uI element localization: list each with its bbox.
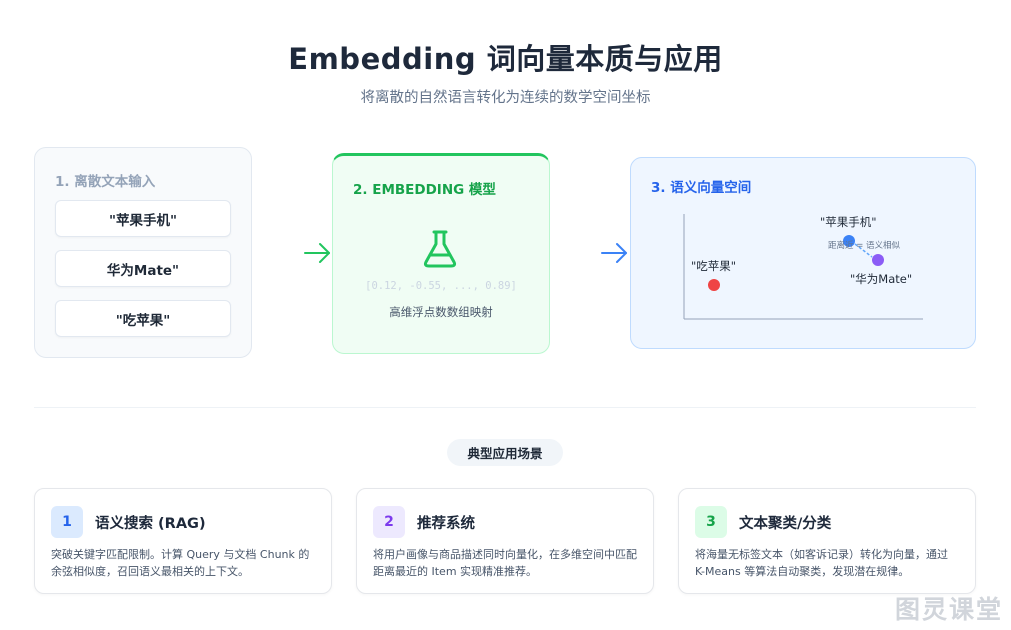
app-title: 文本聚类/分类 (739, 516, 832, 532)
point-label: "华为Mate" (850, 272, 912, 286)
app-description: 突破关键字匹配限制。计算 Query 与文档 Chunk 的余弦相似度，召回语义… (51, 548, 310, 578)
word-box: 华为Mate" (55, 250, 231, 287)
space-card-title: 3. 语义向量空间 (651, 180, 752, 196)
word-box: "苹果手机" (55, 200, 231, 237)
point-eat-apple (708, 279, 720, 291)
point-huawei-mate (872, 254, 884, 266)
vector-example: [0.12, -0.55, ..., 0.89] (365, 280, 517, 292)
app-number-badge: 3 (695, 506, 727, 538)
app-card-semantic-search: 1 语义搜索 (RAG) 突破关键字匹配限制。计算 Query 与文档 Chun… (34, 488, 332, 594)
point-label: "吃苹果" (691, 259, 736, 273)
vector-caption: 高维浮点数数组映射 (389, 305, 493, 319)
model-card-title: 2. EMBEDDING 模型 (353, 182, 496, 198)
page-title: Embedding 词向量本质与应用 (288, 42, 723, 76)
vector-space-card: 3. 语义向量空间 "苹果手机" "华为Mate" "吃苹果" 距离近 = 语义… (630, 157, 976, 349)
section-title: 典型应用场景 (447, 439, 563, 466)
vector-space-plot: "苹果手机" "华为Mate" "吃苹果" 距离近 = 语义相似 (683, 214, 923, 320)
distance-connector (854, 243, 873, 258)
input-text-card: 1. 离散文本输入 "苹果手机" 华为Mate" "吃苹果" (34, 147, 252, 358)
embedding-model-card: 2. EMBEDDING 模型 [0.12, -0.55, ..., 0.89]… (332, 153, 550, 354)
app-number-badge: 2 (373, 506, 405, 538)
app-title: 推荐系统 (417, 516, 475, 532)
input-card-title: 1. 离散文本输入 (55, 174, 156, 190)
page-subtitle: 将离散的自然语言转化为连续的数学空间坐标 (360, 90, 651, 106)
section-divider (34, 407, 976, 408)
right-arrow-icon (601, 243, 627, 263)
app-description: 将海量无标签文本（如客诉记录）转化为向量，通过 K-Means 等算法自动聚类，… (695, 548, 948, 578)
app-card-clustering: 3 文本聚类/分类 将海量无标签文本（如客诉记录）转化为向量，通过 K-Mean… (678, 488, 976, 594)
point-label: "苹果手机" (820, 215, 877, 229)
right-arrow-icon (304, 243, 330, 263)
watermark-logo: 图灵课堂 (894, 595, 1003, 624)
distance-note: 距离近 = 语义相似 (828, 240, 901, 251)
app-title: 语义搜索 (RAG) (95, 516, 206, 532)
point-apple-phone (843, 235, 855, 247)
word-box: "吃苹果" (55, 300, 231, 337)
app-card-recommendation: 2 推荐系统 将用户画像与商品描述同时向量化，在多维空间中匹配距离最近的 Ite… (356, 488, 654, 594)
app-number-badge: 1 (51, 506, 83, 538)
flask-icon (423, 230, 457, 268)
app-description: 将用户画像与商品描述同时向量化，在多维空间中匹配距离最近的 Item 实现精准推… (373, 548, 637, 578)
